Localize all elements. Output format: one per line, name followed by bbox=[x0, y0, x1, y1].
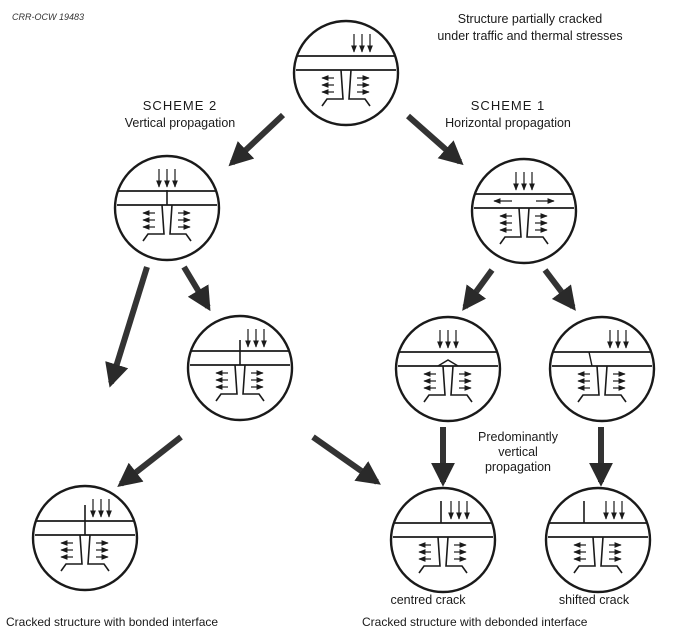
shifted-crack-label: shifted crack bbox=[559, 593, 630, 607]
scheme2-propagating-structure bbox=[186, 314, 294, 422]
centred-crack-label: centred crack bbox=[390, 593, 466, 607]
arrow-scheme2-left bbox=[105, 266, 150, 388]
arrow-scheme1-left bbox=[462, 268, 495, 311]
shifted-crack-structure bbox=[544, 486, 652, 594]
top-caption-line2: under traffic and thermal stresses bbox=[437, 29, 622, 43]
middle-caption-line1: Predominantly bbox=[478, 430, 559, 444]
scheme1-title: SCHEME 1 bbox=[471, 98, 545, 113]
scheme2-subtitle: Vertical propagation bbox=[125, 116, 236, 130]
scheme2-structure bbox=[113, 154, 221, 262]
arrow-scheme1-right bbox=[542, 268, 576, 311]
scheme1-centred-intermediate bbox=[394, 315, 502, 423]
reference-code: CRR-OCW 19483 bbox=[12, 12, 84, 22]
top-caption-line1: Structure partially cracked bbox=[458, 12, 603, 26]
middle-caption-line2: vertical bbox=[498, 445, 538, 459]
bonded-caption: Cracked structure with bonded interface bbox=[6, 615, 218, 629]
arrow-to-centred-from-left bbox=[311, 434, 381, 485]
arrow-to-bonded bbox=[117, 434, 183, 487]
scheme2-title: SCHEME 2 bbox=[143, 98, 217, 113]
arrow-scheme2-right bbox=[181, 265, 211, 312]
centred-crack-structure bbox=[389, 486, 497, 594]
scheme1-subtitle: Horizontal propagation bbox=[445, 116, 571, 130]
scheme1-shifted-intermediate bbox=[548, 315, 656, 423]
cracked-structure-top bbox=[292, 19, 400, 127]
debonded-caption: Cracked structure with debonded interfac… bbox=[362, 615, 588, 629]
middle-caption-line3: propagation bbox=[485, 460, 551, 474]
arrow-to-scheme2 bbox=[228, 112, 286, 167]
arrow-to-scheme1 bbox=[406, 113, 464, 166]
bonded-interface-structure bbox=[31, 484, 139, 592]
scheme1-structure bbox=[470, 157, 578, 265]
